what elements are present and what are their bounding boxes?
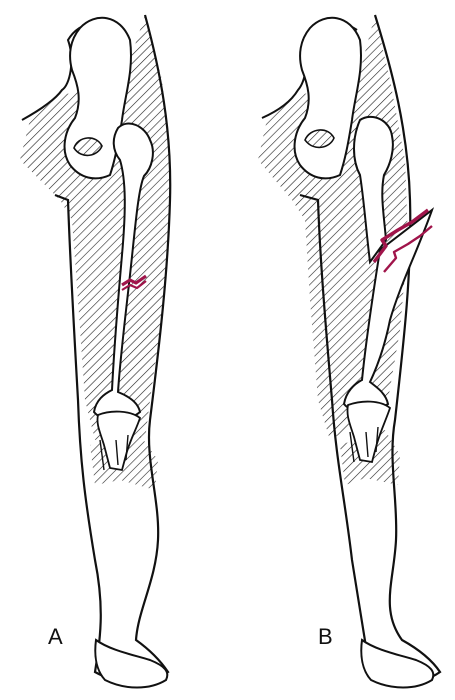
fracture-line-a — [121, 274, 147, 287]
obturator-foramen-a — [73, 137, 103, 157]
panel-label-a: A — [48, 624, 63, 649]
knee-joint-lines-b — [349, 426, 379, 463]
panel-label-b: B — [318, 624, 333, 649]
panel-b — [258, 14, 442, 689]
femur-bone-a — [92, 122, 154, 422]
fracture-line-b-lower — [383, 225, 433, 273]
femur-proximal-b — [353, 115, 394, 265]
tibia-bone-a — [96, 410, 142, 472]
knee-joint-lines-a — [99, 434, 129, 471]
leg-outline-a — [54, 14, 172, 683]
fracture-line-a-lower — [121, 280, 147, 291]
femur-distal-b — [342, 207, 435, 413]
foot-b — [360, 638, 435, 689]
fracture-line-b-upper — [372, 208, 430, 264]
obturator-foramen-b — [304, 129, 335, 149]
panel-a — [20, 14, 172, 689]
foot-a — [94, 638, 169, 689]
hatched-thigh-shadow-a — [20, 15, 170, 440]
tibia-bone-b — [346, 400, 392, 464]
